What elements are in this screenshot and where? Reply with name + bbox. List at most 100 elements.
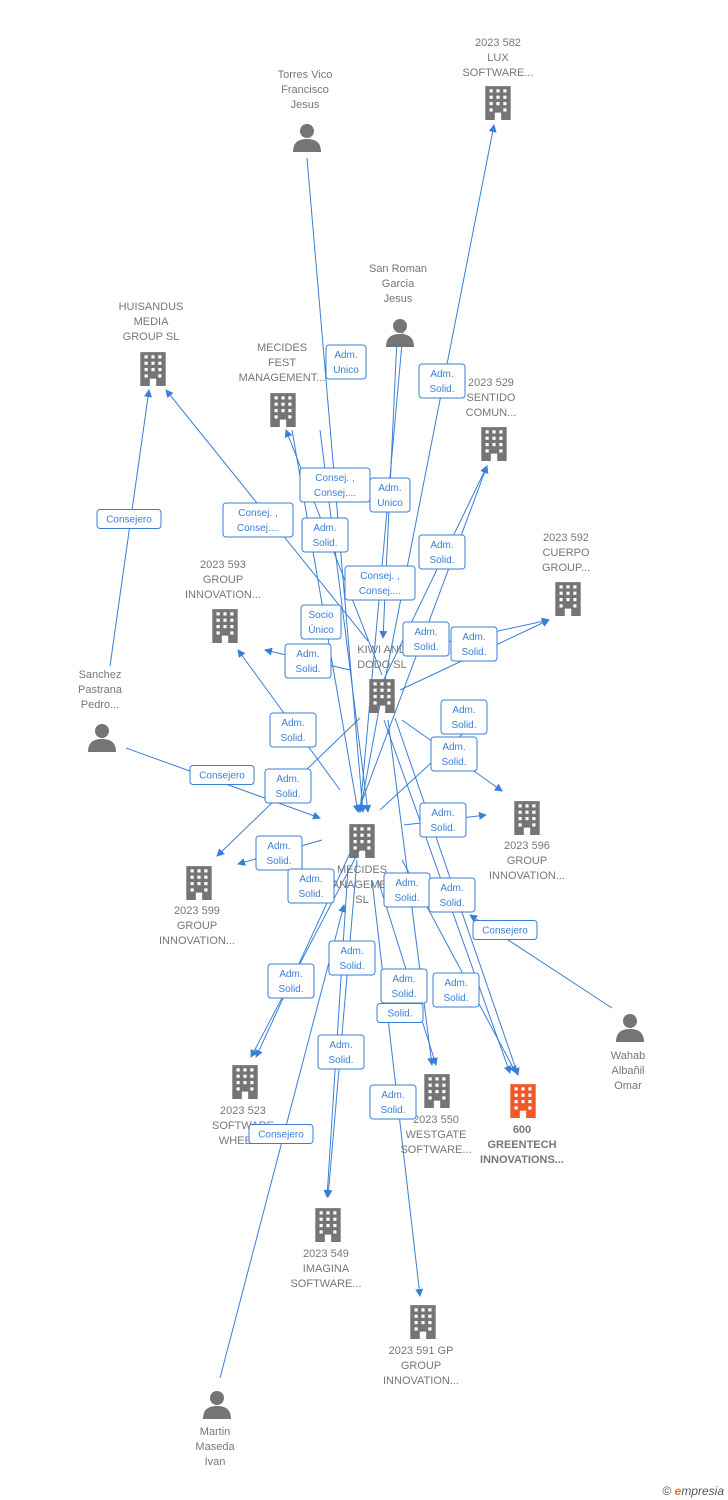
edge-label-box xyxy=(96,509,162,529)
person-node-sanchez[interactable]: SanchezPastranaPedro... xyxy=(78,669,123,752)
edge-label[interactable]: Adm.Solid. xyxy=(380,968,428,1004)
edge-label[interactable]: Consej. ,Consej.... xyxy=(344,565,416,601)
node-label-line: MEDIA xyxy=(134,316,170,328)
building-icon xyxy=(424,1074,450,1108)
edge-label-text: Adm. xyxy=(431,808,454,819)
node-label-line: Sanchez xyxy=(79,669,122,681)
edge-label[interactable]: Consej. ,Consej.... xyxy=(222,502,294,538)
copyright-icon: © xyxy=(662,1484,672,1498)
edge-label[interactable]: Adm.Solid. xyxy=(418,534,466,570)
edge-label[interactable]: Adm.Unico xyxy=(325,344,367,380)
node-label-line: LUX xyxy=(487,52,509,64)
node-label-line: Pastrana xyxy=(78,684,123,696)
brand-logo-text[interactable]: mpresia xyxy=(681,1484,724,1498)
edge-label-text: Solid. xyxy=(328,1055,353,1066)
edge-label[interactable]: Adm.Solid. xyxy=(301,517,349,553)
company-node-s591[interactable]: 2023 591 GPGROUPINNOVATION... xyxy=(383,1305,459,1387)
company-node-s550[interactable]: 2023 550WESTGATESOFTWARE... xyxy=(400,1074,472,1156)
edge-label[interactable]: Adm.Solid. xyxy=(419,802,467,838)
edge-label[interactable]: Consejero xyxy=(248,1124,314,1144)
node-label-line: 2023 549 xyxy=(303,1248,349,1260)
building-icon xyxy=(481,427,507,461)
edge-label-text: Solid. xyxy=(429,384,454,395)
company-node-lux[interactable]: 2023 582LUXSOFTWARE... xyxy=(462,37,534,120)
edge-label-text: Adm. xyxy=(444,978,467,989)
edge-label-box xyxy=(402,621,450,657)
edge-label-text: Consej. , xyxy=(315,473,354,484)
relationship-edge xyxy=(357,703,381,813)
edge-label-box xyxy=(418,534,466,570)
edge-label[interactable]: Adm.Solid. xyxy=(284,643,332,679)
edge-label[interactable]: Adm.Solid. xyxy=(264,768,312,804)
edge-label[interactable]: Adm.Solid. xyxy=(428,877,476,913)
edge-label-box xyxy=(376,1003,424,1023)
node-label-line: MECIDES xyxy=(257,342,307,354)
edge-label[interactable]: Consejero xyxy=(189,765,255,785)
relationship-edge xyxy=(324,859,358,1198)
building-icon xyxy=(514,801,540,835)
edge-label[interactable]: Adm.Solid. xyxy=(450,626,498,662)
node-label-line: INNOVATION... xyxy=(159,935,235,947)
edge-label[interactable]: Adm.Solid. xyxy=(432,972,480,1008)
edge-label[interactable]: Consejero xyxy=(96,509,162,529)
company-node-s593[interactable]: 2023 593GROUPINNOVATION... xyxy=(185,559,261,643)
edge-label[interactable]: Adm.Solid. xyxy=(402,621,450,657)
company-node-s592[interactable]: 2023 592CUERPOGROUP... xyxy=(542,532,590,616)
edge-label[interactable]: Adm.Solid. xyxy=(269,712,317,748)
copyright-footer: © empresia xyxy=(662,1484,724,1498)
company-node-mecidesfest[interactable]: MECIDESFESTMANAGEMENT... xyxy=(239,342,326,427)
company-node-s596[interactable]: 2023 596GROUPINNOVATION... xyxy=(489,801,565,882)
edge-label[interactable]: Adm.Unico xyxy=(369,477,411,513)
edge-label-text: Adm. xyxy=(313,523,336,534)
edge-label[interactable]: Adm.Solid. xyxy=(440,699,488,735)
edge-label-box xyxy=(284,643,332,679)
edge-label[interactable]: Solid. xyxy=(376,1003,424,1023)
edge-label[interactable]: Adm.Solid. xyxy=(328,940,376,976)
edge-label-box xyxy=(328,940,376,976)
node-label-line: GROUP SL xyxy=(123,331,180,343)
node-label-line: Jesus xyxy=(291,99,320,111)
company-node-s549[interactable]: 2023 549IMAGINASOFTWARE... xyxy=(290,1208,362,1290)
company-node-s599[interactable]: 2023 599GROUPINNOVATION... xyxy=(159,866,235,947)
edge-label[interactable]: Adm.Solid. xyxy=(383,872,431,908)
edge-label[interactable]: Adm.Solid. xyxy=(418,363,466,399)
edge-label[interactable]: Adm.Solid. xyxy=(369,1084,417,1120)
edge-label[interactable]: Adm.Solid. xyxy=(267,963,315,999)
node-label-line: Torres Vico xyxy=(278,69,333,81)
edge-label[interactable]: Adm.Solid. xyxy=(287,868,335,904)
company-node-s529[interactable]: 2023 529SENTIDOCOMUN... xyxy=(466,377,517,461)
edge-label-text: Solid. xyxy=(439,898,464,909)
edge-label[interactable]: Adm.Solid. xyxy=(430,736,478,772)
edge-label[interactable]: Consejero xyxy=(472,920,538,940)
node-label-line: Martin xyxy=(200,1426,231,1438)
node-label-line: CUERPO xyxy=(542,547,590,559)
company-node-s600[interactable]: 600GREENTECHINNOVATIONS... xyxy=(480,1084,564,1166)
edge-label-text: Adm. xyxy=(299,874,322,885)
edge-label-box xyxy=(300,604,342,640)
edge-label[interactable]: Adm.Solid. xyxy=(317,1034,365,1070)
brand-logo-initial[interactable]: e xyxy=(674,1484,682,1498)
edge-label[interactable]: Adm.Solid. xyxy=(255,835,303,871)
edge-label-text: Adm. xyxy=(276,774,299,785)
node-label-line: IMAGINA xyxy=(303,1263,350,1275)
building-icon xyxy=(140,352,166,386)
edge-label-box xyxy=(189,765,255,785)
person-icon xyxy=(88,724,116,752)
node-label-line: Wahab xyxy=(611,1050,645,1062)
edge-label-box xyxy=(369,477,411,513)
node-label-line: Pedro... xyxy=(81,699,120,711)
edge-label-box xyxy=(267,963,315,999)
edge-label-text: Solid. xyxy=(266,856,291,867)
edge-label[interactable]: Consej. ,Consej.... xyxy=(299,467,371,503)
relationship-edge xyxy=(323,867,349,1198)
edge-label-text: Adm. xyxy=(281,718,304,729)
